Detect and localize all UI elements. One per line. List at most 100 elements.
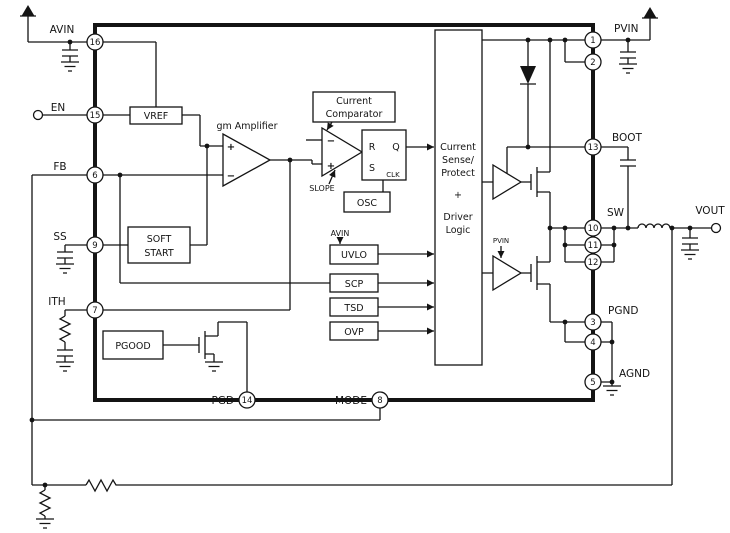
- external-wiring: [20, 5, 722, 529]
- pgood-label: PGOOD: [115, 341, 150, 352]
- comp-minus-sign: −: [327, 136, 335, 147]
- latch-r-label: R: [369, 142, 376, 153]
- tsd-block: TSD: [329, 297, 379, 317]
- pin-en: 15 EN: [51, 102, 104, 124]
- pin-ith: 7 ITH: [48, 296, 104, 319]
- pin-mode: 8 MODE: [335, 391, 389, 409]
- pin-pgd-number: 14: [242, 396, 253, 406]
- pgnd-agnd-wire: [601, 321, 613, 386]
- pin-pvin2-number: 2: [590, 58, 595, 68]
- pin-sw-3: 12: [584, 253, 602, 271]
- soft-start-label-2: START: [144, 248, 174, 259]
- pin-boot-number: 13: [588, 143, 599, 153]
- pin-pgd-label: PGD: [211, 395, 234, 407]
- pin-pgd: 14 PGD: [211, 391, 256, 409]
- hs-driver-fet-wires: [482, 40, 551, 228]
- current-comparator: Current Comparator − + SLOPE: [309, 91, 396, 193]
- sw-internal-wire: [550, 227, 585, 263]
- pin-pgnd-label: PGND: [608, 305, 638, 317]
- ground-icon: [61, 61, 79, 72]
- pin-en-label: EN: [51, 102, 66, 114]
- pin-sw-2: 11: [584, 236, 602, 254]
- functional-blocks: VREF gm Amplifier + − Current Comparator…: [102, 29, 523, 366]
- uvlo-block: AVIN UVLO: [329, 229, 379, 265]
- pgd-mosfet-wires: [204, 321, 248, 392]
- vref-block: VREF: [129, 106, 183, 125]
- bootstrap-diode-wires: [520, 40, 536, 147]
- pin-sw-label: SW: [607, 207, 625, 219]
- latch-s-label: S: [369, 163, 375, 174]
- logic-label-4: +: [454, 190, 462, 201]
- ith-comp-cap: [57, 342, 73, 362]
- ovp-block: OVP: [329, 321, 379, 341]
- ss-cap: [57, 244, 87, 264]
- logic-label-6: Logic: [446, 225, 471, 236]
- ground-icon: [56, 263, 74, 274]
- pin-agnd-number: 5: [590, 378, 595, 388]
- pin-sw-1: 10 SW: [584, 207, 625, 237]
- internal-wiring: [103, 39, 585, 392]
- pin-avin: 16 AVIN: [50, 24, 104, 51]
- pin-ss-label: SS: [53, 231, 67, 243]
- gm-plus-sign: +: [227, 142, 235, 153]
- pin-avin-label: AVIN: [50, 24, 75, 36]
- pin-fb: 6 FB: [53, 161, 104, 184]
- pvin-rail-wire: [482, 39, 585, 63]
- pin-pvin-2: 2: [584, 53, 602, 71]
- pin-pgnd-1: 3 PGND: [584, 305, 638, 331]
- pin-ith-label: ITH: [48, 296, 65, 308]
- supply-arrow-icon: [643, 7, 657, 18]
- pgnd-internal-wire: [550, 321, 585, 343]
- pin-mode-number: 8: [377, 396, 382, 406]
- pin-sw1-number: 10: [588, 224, 599, 234]
- high-side-driver: [492, 163, 523, 201]
- boot-cap: [601, 146, 636, 228]
- scp-block: SCP: [329, 273, 379, 293]
- soft-start-block: SOFT START: [127, 226, 191, 264]
- supply-arrow-icon: [21, 5, 35, 16]
- divider-lower-resistor: [38, 489, 52, 517]
- tsd-label: TSD: [343, 303, 363, 314]
- vout-label: VOUT: [695, 205, 725, 217]
- ith-comp-wire: [64, 309, 87, 316]
- osc-label: OSC: [357, 198, 378, 209]
- pin-pgnd1-number: 3: [590, 318, 595, 328]
- output-cap: [682, 228, 698, 250]
- pin-fb-label: FB: [53, 161, 66, 173]
- comp-plus-sign: +: [327, 161, 335, 172]
- uvlo-label: UVLO: [341, 250, 367, 261]
- ith-internal-wire: [103, 160, 291, 311]
- feedback-return-wire: [118, 228, 673, 486]
- pin-en-number: 15: [90, 111, 101, 121]
- pgood-block: PGOOD: [102, 330, 164, 360]
- gm-out-wire: [270, 159, 322, 165]
- slope-pointer: [328, 169, 336, 185]
- logic-label-3: Protect: [441, 168, 475, 179]
- pin-fb-number: 6: [92, 171, 97, 181]
- en-terminal: [32, 109, 44, 121]
- pins: 16 AVIN 15 EN 6 FB 9 SS 7 ITH 14 PGD: [48, 23, 650, 409]
- fb-route-wire: [31, 174, 87, 486]
- comp-label-pointer: [326, 121, 334, 131]
- pin-agnd: 5 AGND: [584, 368, 650, 391]
- pin-pvin-label: PVIN: [614, 23, 638, 35]
- pin-pgnd-2: 4: [584, 333, 602, 351]
- fb-internal-wire: [103, 174, 330, 284]
- divider-upper-resistor: [85, 478, 118, 493]
- gm-amp-label: gm Amplifier: [216, 121, 277, 132]
- pin-sw2-number: 11: [588, 241, 599, 251]
- low-side-driver: PVIN: [492, 237, 523, 292]
- rs-latch: R Q S CLK: [361, 129, 407, 181]
- avin-input-cap: [62, 42, 78, 62]
- curr-comp-label-1: Current: [336, 96, 372, 107]
- ls-driver-fet-wires: [482, 228, 551, 322]
- pin-avin-number: 16: [90, 38, 101, 48]
- scp-label: SCP: [345, 279, 364, 290]
- latch-q-label: Q: [392, 142, 399, 153]
- vout-terminal: [710, 222, 722, 234]
- pvin-ref-label: PVIN: [493, 237, 509, 245]
- vref-out-wire: [182, 114, 223, 147]
- logic-label-5: Driver: [443, 212, 472, 223]
